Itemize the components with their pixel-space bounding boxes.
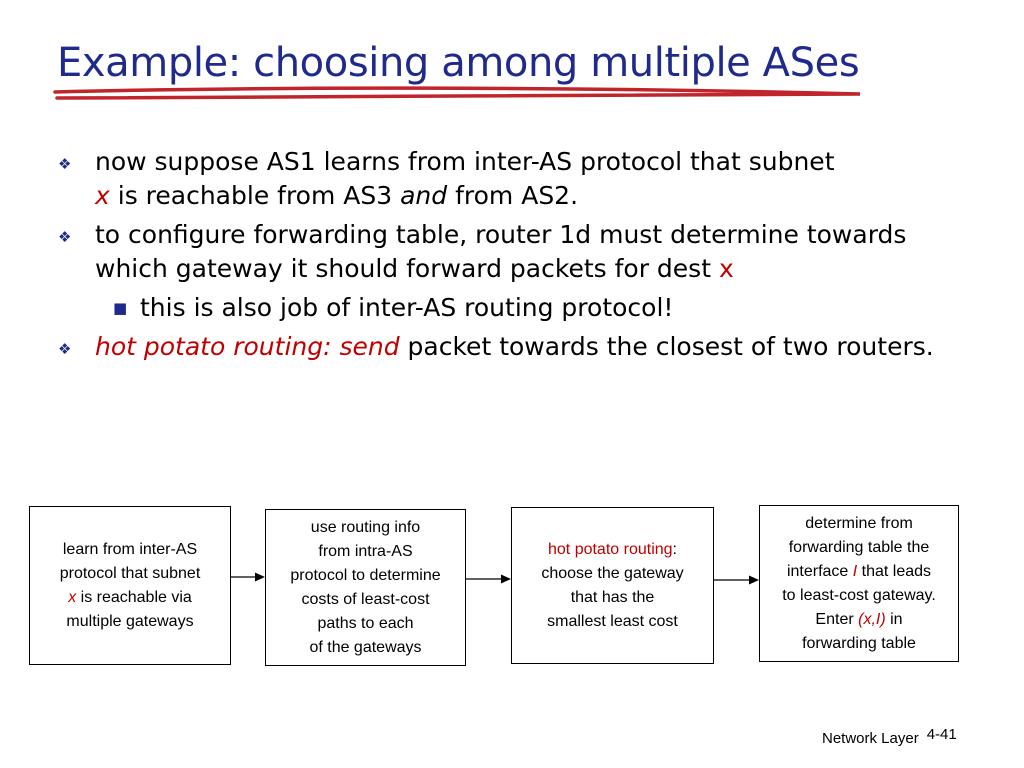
bullet-text: packet towards the closest of two router… (399, 332, 934, 361)
bullet-text: from AS2. (447, 181, 579, 210)
box-line: hot potato routing: (512, 538, 713, 562)
box-line: from intra-AS (318, 542, 413, 560)
flow-box-forwarding: determine from forwarding table the inte… (759, 505, 959, 662)
and-italic: and (400, 181, 448, 210)
subnet-x: x (68, 588, 77, 606)
dest-x: x (718, 254, 734, 283)
box-line-text: interface (786, 562, 853, 580)
hot-potato-label: hot potato routing (548, 540, 673, 558)
box-line-text: that leads (857, 562, 932, 580)
flow-box-learn: learn from inter-AS protocol that subnet… (29, 506, 231, 665)
footer-section: Network Layer (822, 730, 919, 747)
arrow-right-icon (714, 575, 759, 585)
bullet-text: is reachable from AS3 (109, 181, 401, 210)
box-line-text: in (885, 610, 903, 628)
diamond-bullet-icon: ❖ (58, 340, 72, 358)
diamond-bullet-icon: ❖ (58, 228, 72, 246)
bullet-list: ❖ now suppose AS1 learns from inter-AS p… (58, 145, 958, 369)
box-line: determine from (805, 514, 913, 532)
slide-footer: Network Layer 4-41 (822, 726, 957, 747)
sub-bullet-text: this is also job of inter-AS routing pro… (140, 293, 674, 322)
slide-title: Example: choosing among multiple ASes (57, 40, 860, 86)
box-line: to least-cost gateway. (782, 586, 936, 604)
box-line: protocol that subnet (59, 564, 201, 582)
box-line: of the gateways (309, 638, 422, 656)
box-line: choose the gateway (541, 564, 684, 582)
bullet-item: ❖ now suppose AS1 learns from inter-AS p… (58, 145, 958, 213)
bullet-text: to configure forwarding table, router 1d… (95, 220, 907, 283)
box-line-text: : (672, 540, 677, 558)
page-number: 4-41 (926, 726, 957, 743)
diamond-bullet-icon: ❖ (58, 155, 72, 173)
interface-I: I (852, 562, 858, 580)
box-line: learn from inter-AS (62, 540, 198, 558)
box-line: forwarding table the (788, 538, 930, 556)
square-bullet-icon: ■ (113, 299, 128, 317)
box-line-text: Enter (815, 610, 859, 628)
box-line: paths to each (317, 614, 414, 632)
box-line: interface I that leads (760, 560, 958, 584)
box-line: smallest least cost (547, 612, 678, 630)
bullet-text: now suppose AS1 learns from inter-AS pro… (95, 147, 835, 176)
flow-box-intra-as: use routing info from intra-AS protocol … (265, 509, 466, 666)
box-line-text: is reachable via (76, 588, 192, 606)
entry-xI: (x,I) (858, 610, 886, 628)
box-line: x is reachable via (30, 586, 230, 610)
box-line: that has the (570, 588, 655, 606)
hot-potato-phrase: hot potato routing: send (95, 332, 400, 361)
box-line: multiple gateways (66, 612, 194, 630)
box-line: forwarding table (802, 634, 916, 652)
bullet-item: ❖ to configure forwarding table, router … (58, 218, 958, 286)
bullet-item: ❖ hot potato routing: send packet toward… (58, 330, 958, 364)
box-line: use routing info (310, 518, 421, 536)
arrow-right-icon (231, 572, 265, 582)
subnet-x: x (95, 181, 110, 210)
box-line: Enter (x,I) in (760, 608, 958, 632)
sub-bullet-item: ■ this is also job of inter-AS routing p… (58, 291, 958, 325)
flow-box-hot-potato: hot potato routing: choose the gateway t… (511, 507, 714, 664)
title-underline (53, 86, 861, 100)
arrow-right-icon (466, 574, 511, 584)
box-line: costs of least-cost (301, 590, 430, 608)
box-line: protocol to determine (290, 566, 441, 584)
